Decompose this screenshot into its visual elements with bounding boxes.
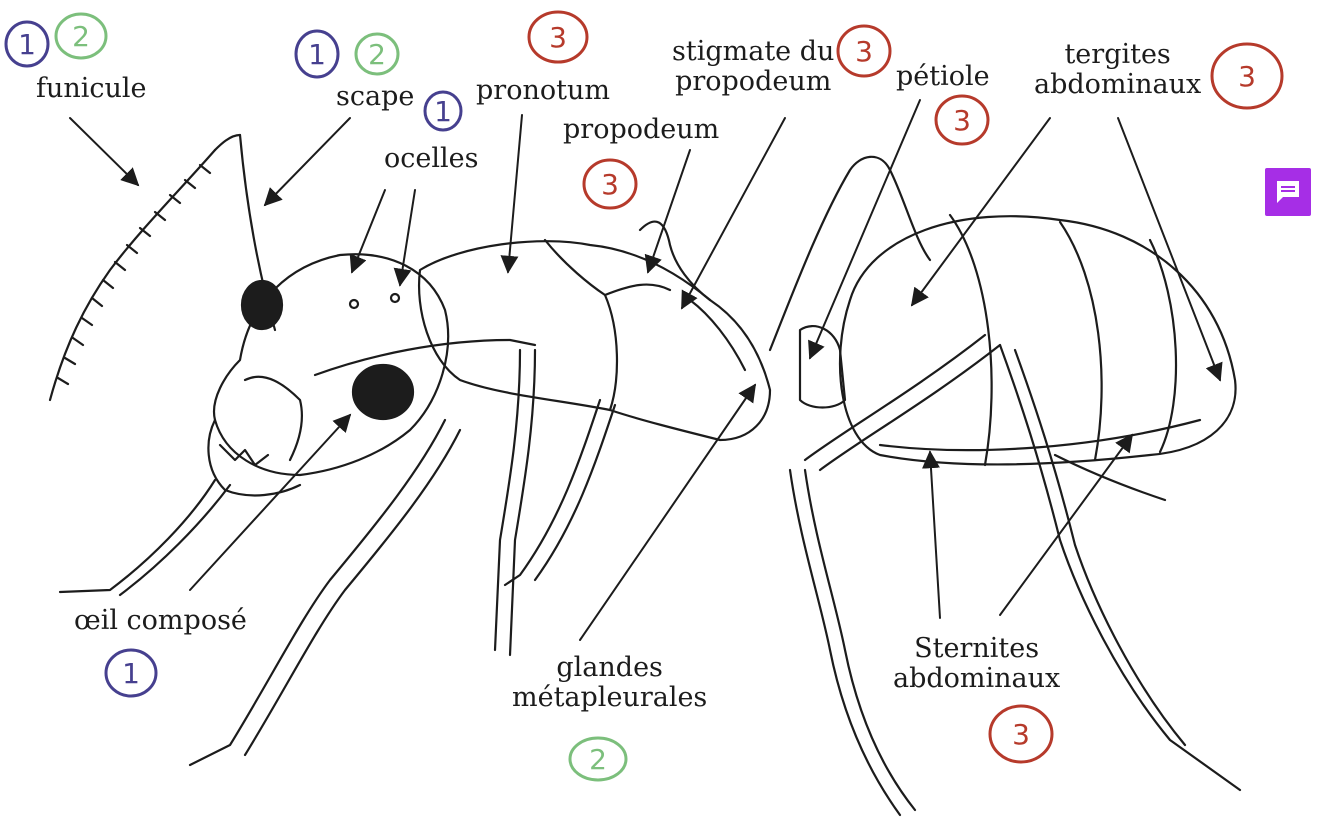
comment-icon — [1274, 178, 1302, 206]
annotation-1-ocelles: 1 — [420, 88, 466, 134]
label-tergites: tergites abdominaux — [1034, 40, 1201, 100]
arrow-funicule — [70, 118, 138, 185]
annotation-1-funicule: 1 — [2, 18, 52, 70]
annotation-3-petiole: 3 — [932, 92, 992, 148]
annotation-3-propodeum: 3 — [580, 156, 640, 212]
annotation-3-stigmate: 3 — [834, 22, 894, 80]
annotation-3-tergites: 3 — [1208, 40, 1286, 112]
annotation-2-scape: 2 — [352, 28, 402, 80]
annotation-2-funicule: 2 — [52, 10, 110, 62]
annotation-3-pronotum: 3 — [525, 8, 591, 66]
arrow-propodeum — [648, 150, 690, 272]
label-petiole: pétiole — [896, 62, 990, 92]
arrow-oeil — [190, 415, 350, 590]
arrow-glandes — [580, 385, 755, 640]
annotation-1-scape: 1 — [292, 28, 342, 80]
antenna-funicule — [50, 150, 215, 400]
petiole — [800, 326, 845, 407]
label-ocelles: ocelles — [384, 144, 478, 174]
label-glandes: glandes métapleurales — [512, 653, 707, 713]
label-propodeum: propodeum — [563, 115, 719, 145]
compound-eye — [353, 365, 413, 419]
label-funicule: funicule — [36, 74, 147, 104]
label-scape: scape — [336, 82, 414, 112]
label-stigmate: stigmate du propodeum — [672, 37, 834, 97]
arrow-tergites-2 — [1118, 118, 1220, 380]
arrow-ocelles-1 — [352, 190, 385, 272]
label-oeil: œil composé — [74, 606, 247, 636]
arrow-petiole — [810, 100, 920, 358]
annotation-2-glandes: 2 — [566, 734, 630, 784]
abdomen — [840, 216, 1236, 464]
arrow-sternites-1 — [930, 452, 940, 618]
arrow-scape — [265, 118, 350, 205]
annotation-1-oeil: 1 — [102, 646, 160, 700]
annotation-3-sternites: 3 — [986, 702, 1056, 766]
label-pronotum: pronotum — [476, 76, 610, 106]
arrow-stigmate — [682, 118, 785, 308]
label-sternites: Sternites abdominaux — [893, 634, 1060, 694]
comment-button[interactable] — [1265, 168, 1311, 216]
arrow-pronotum — [508, 115, 522, 272]
